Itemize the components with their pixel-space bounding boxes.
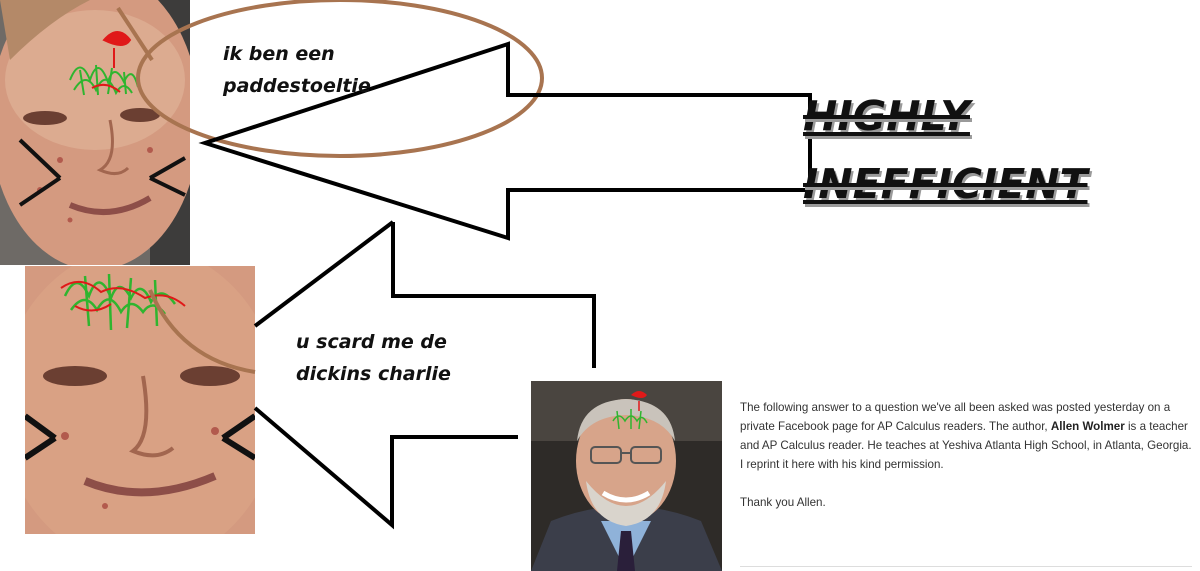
caption-mushroom-line-2: paddestoeltie	[223, 75, 371, 97]
young-man-photo-closeup	[25, 266, 255, 534]
big-text-line-1: HIGHLY	[803, 92, 970, 140]
arrow-third-left	[253, 406, 518, 530]
big-text-line-2: INEFFICIENT	[803, 160, 1088, 208]
young-man-photo-top	[0, 0, 190, 265]
caption-mushroom: ik ben een paddestoeltie	[223, 38, 453, 102]
article-text: The following answer to a question we've…	[740, 398, 1192, 531]
caption-scared: u scard me de dickins charlie	[296, 326, 526, 390]
caption-scared-line-2: dickins charlie	[296, 363, 451, 385]
article-divider	[740, 566, 1192, 567]
article-thanks: Thank you Allen.	[740, 496, 826, 509]
article-author-name: Allen Wolmer	[1050, 420, 1125, 433]
article-intro-after-name: is a teacher and AP Calculus reader. He …	[740, 420, 1192, 471]
article-intro-paragraph: The following answer to a question we've…	[740, 398, 1192, 474]
caption-scared-line-1: u scard me de	[296, 331, 447, 353]
highly-inefficient-text: HIGHLY INEFFICIENT	[803, 82, 1133, 218]
article-intro-before-name: The following answer to a question we've…	[740, 401, 1171, 433]
arrow-second-left-head	[253, 220, 395, 328]
allen-wolmer-photo	[531, 381, 722, 571]
caption-mushroom-line-1: ik ben een	[223, 43, 335, 65]
